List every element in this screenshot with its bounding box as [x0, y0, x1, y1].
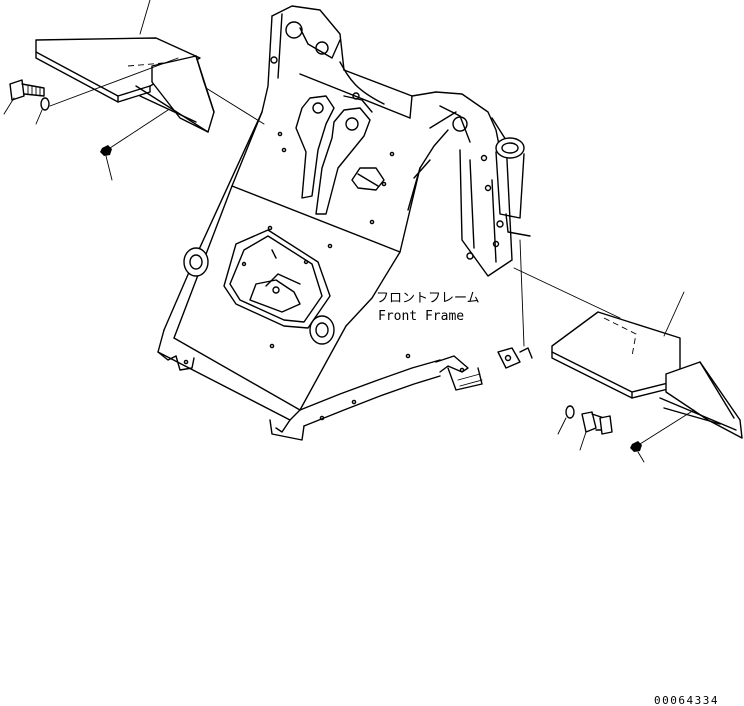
right-cover-plate: [551, 291, 743, 439]
right-nut: [630, 409, 695, 463]
left-bolt: [3, 79, 45, 115]
left-cover-plate: [35, 0, 215, 133]
right-bolt: [579, 411, 613, 451]
part-name-english: Front Frame: [378, 309, 464, 324]
assembly-line-vertical: [519, 239, 525, 347]
left-washer: [35, 57, 179, 125]
part-name-japanese: フロントフレーム: [376, 291, 480, 306]
assembly-line-right: [513, 267, 621, 319]
drawing-code: 00064334: [654, 694, 719, 706]
front-frame: [157, 5, 533, 441]
assembly-line-left: [205, 87, 265, 125]
left-nut: [100, 109, 169, 181]
right-washer: [557, 405, 575, 435]
